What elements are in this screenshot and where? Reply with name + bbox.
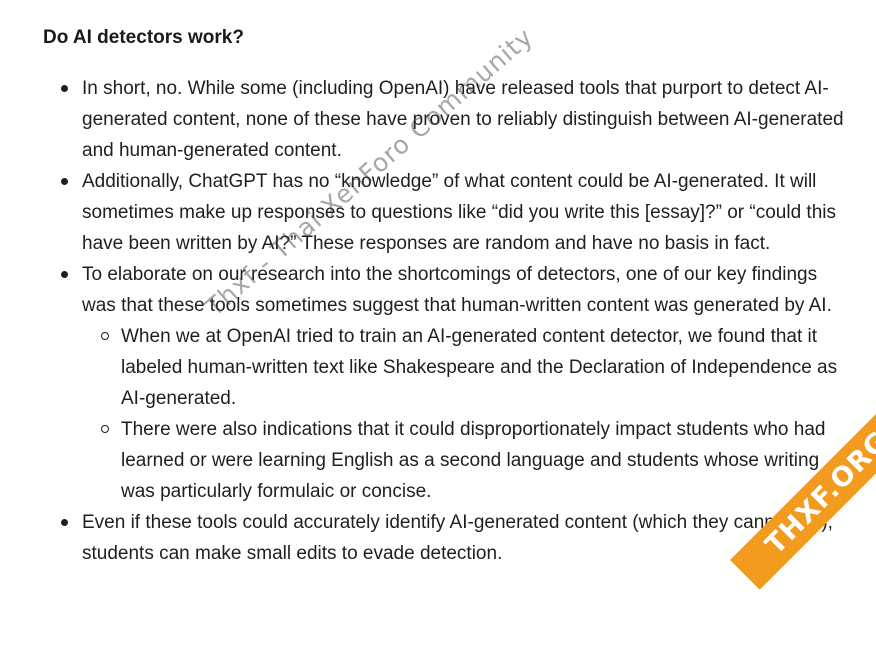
- sub-list-item: When we at OpenAI tried to train an AI-g…: [82, 321, 846, 414]
- page-title: Do AI detectors work?: [43, 27, 244, 48]
- sub-bullet-list: When we at OpenAI tried to train an AI-g…: [82, 321, 846, 507]
- list-item: To elaborate on our research into the sh…: [0, 259, 876, 507]
- sub-list-item: There were also indications that it coul…: [82, 414, 846, 507]
- bullet-list: In short, no. While some (including Open…: [0, 73, 876, 569]
- list-item-text: To elaborate on our research into the sh…: [82, 264, 832, 316]
- list-item: In short, no. While some (including Open…: [0, 73, 876, 166]
- list-item: Additionally, ChatGPT has no “knowledge”…: [0, 166, 876, 259]
- list-item: Even if these tools could accurately ide…: [0, 507, 876, 569]
